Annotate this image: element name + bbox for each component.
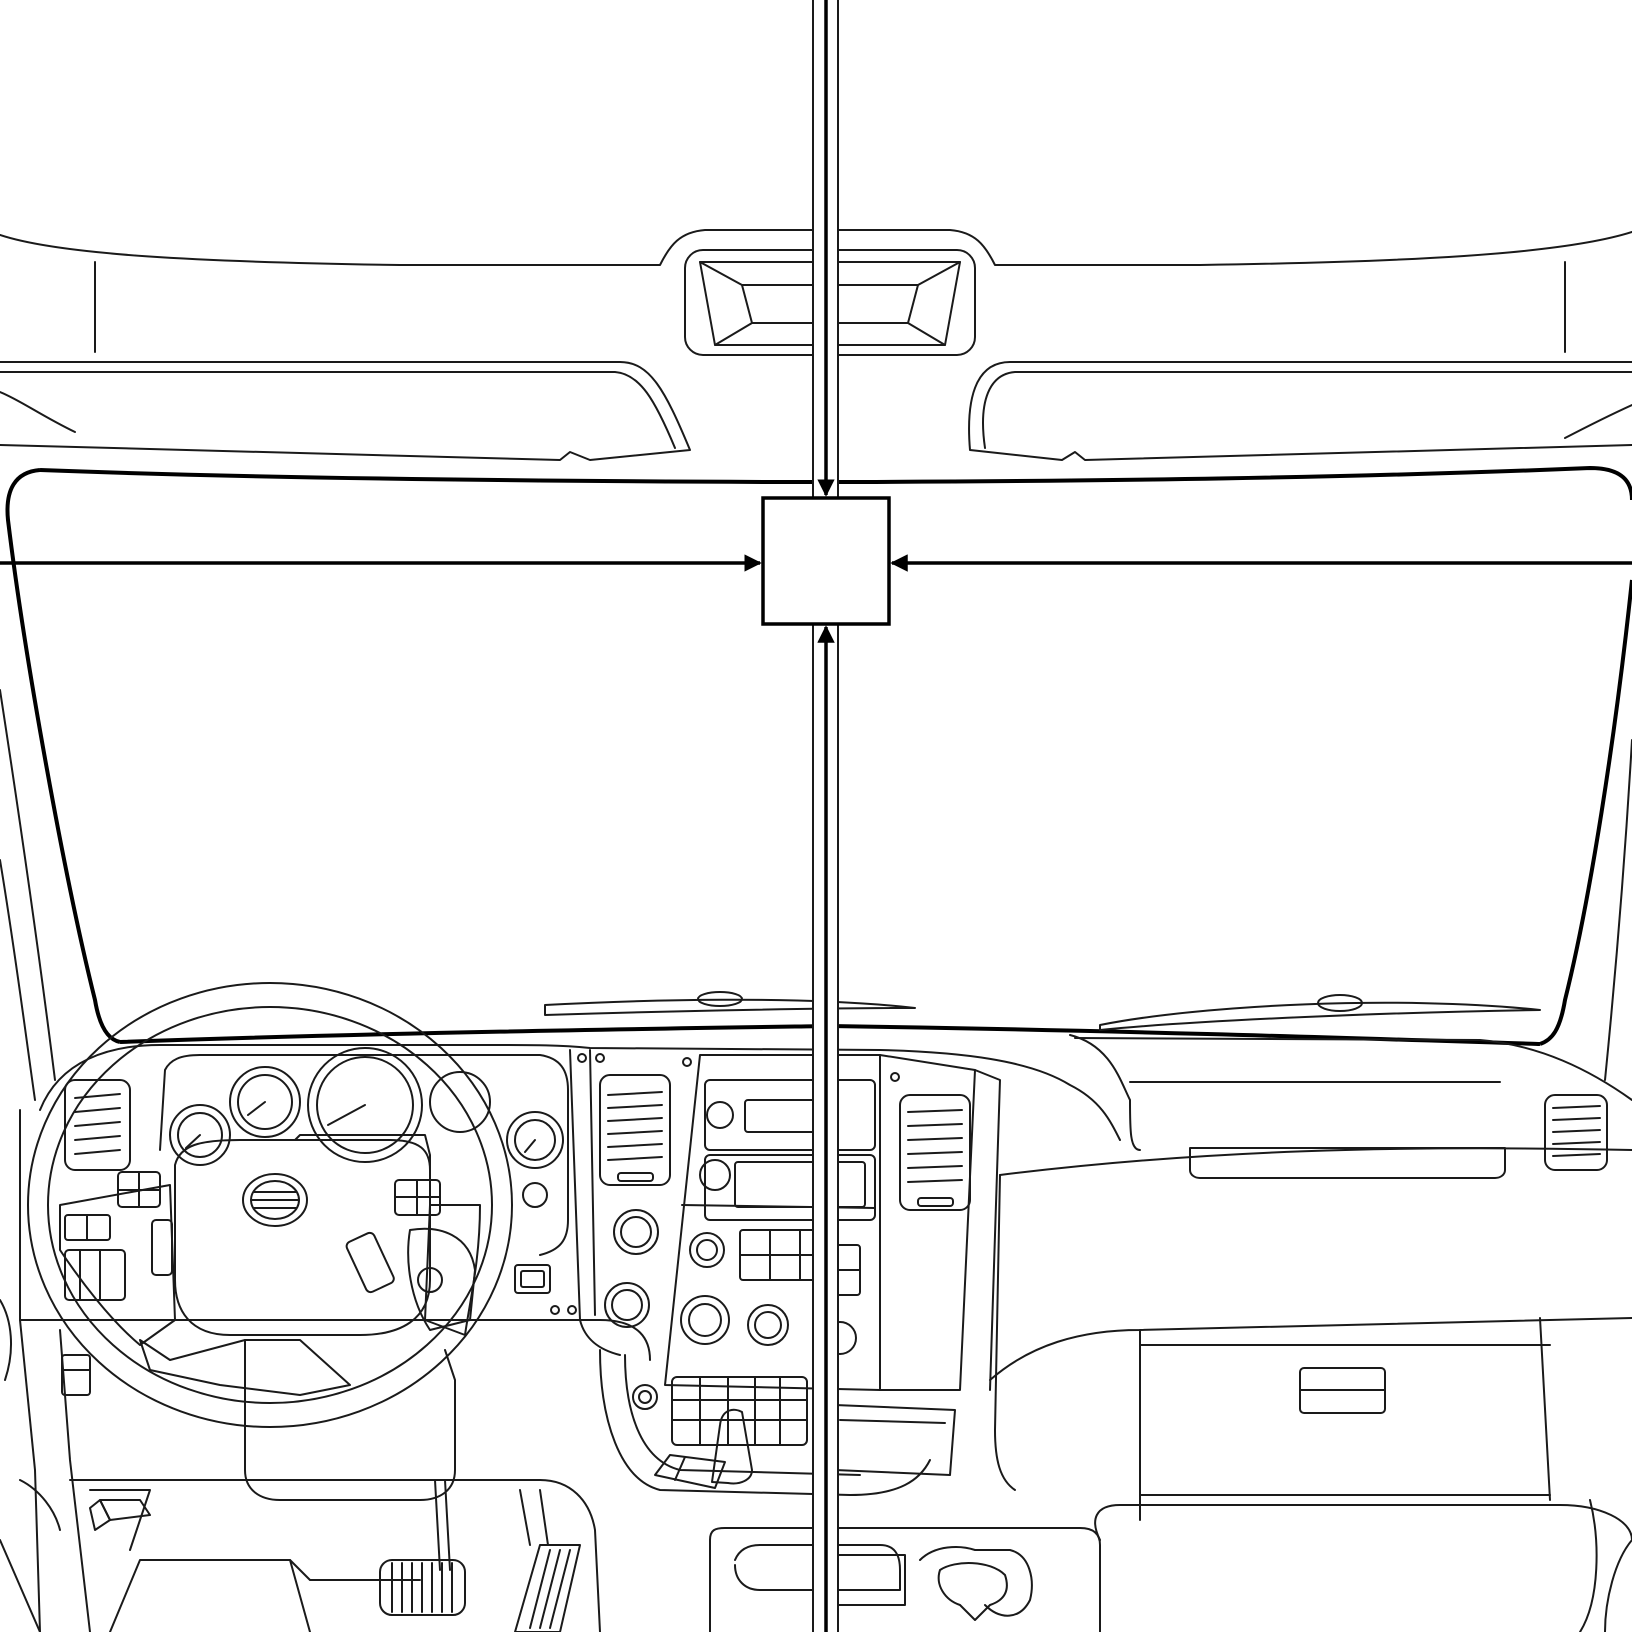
lower-center-console [709,1527,1101,1632]
center-stack [550,1049,931,1496]
wiper-right [1099,994,1541,1031]
vent-right-outer [1544,1094,1608,1171]
lower-driver-area [0,1109,651,1632]
passenger-dashboard [989,1174,1632,1632]
a-pillars [0,689,1632,1101]
instrument-cluster [159,1047,569,1294]
vent-left-outer [64,1079,131,1171]
wiper-left [544,991,916,1016]
sun-visor-left [0,361,691,461]
center-target-box [761,496,891,626]
sun-visor-right [968,361,1632,461]
dashboard-top [39,1034,1632,1179]
steering-column [244,1339,456,1501]
vent-center-right [890,1072,971,1211]
steering-wheel [27,982,513,1428]
